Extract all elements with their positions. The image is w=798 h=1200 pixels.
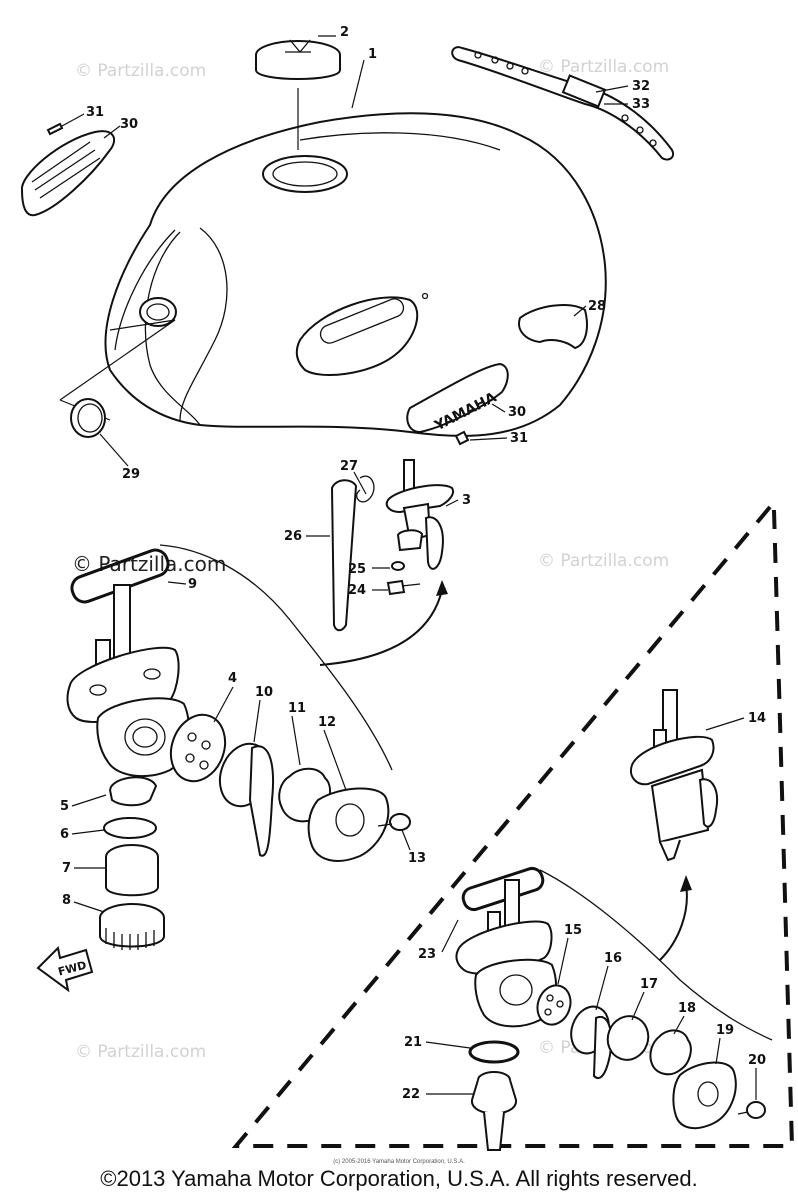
callout-number: 21 [404, 1035, 422, 1050]
callout-number: 31 [86, 105, 104, 120]
group-bracket-left [159, 544, 393, 771]
packing-4 [169, 713, 227, 783]
wave-washer-18 [649, 1029, 692, 1076]
watermark: © Partzilla.com [538, 551, 669, 571]
lever-16 [570, 1005, 613, 1080]
tank-badge-left [20, 122, 116, 217]
copyright-footer: ©2013 Yamaha Motor Corporation, U.S.A. A… [100, 1166, 698, 1191]
watermark: © Partzilla.com [75, 1042, 206, 1062]
watermark: © Partzilla.com [75, 61, 206, 81]
callout-number: 32 [632, 79, 650, 94]
o-ring-21 [468, 1040, 520, 1064]
callout-number: 1 [368, 47, 377, 62]
fuel-cap [255, 39, 341, 150]
callout-number: 18 [678, 1001, 696, 1016]
lever-10 [218, 742, 274, 857]
callout-number: 5 [60, 799, 69, 814]
flow-arrow-upper [319, 589, 443, 666]
callout-number: 16 [604, 951, 622, 966]
callout-number: 12 [318, 715, 336, 730]
cup-7 [105, 844, 159, 897]
callout-number: 28 [588, 299, 606, 314]
filter-5 [108, 776, 158, 807]
callout-number: 9 [188, 577, 197, 592]
callout-number: 15 [564, 923, 582, 938]
callout-number: 26 [284, 529, 302, 544]
screw-13 [377, 813, 411, 831]
callout-number: 13 [408, 851, 426, 866]
watermark: © Partzilla.com [538, 57, 669, 77]
callout-number: 23 [418, 947, 436, 962]
callout-number: 20 [748, 1053, 766, 1068]
callout-number: 14 [748, 711, 766, 726]
callout-number: 10 [255, 685, 273, 700]
callout-labels: 1 2 3 4 5 6 7 8 9 10 11 12 13 14 15 16 1… [60, 25, 766, 1102]
callout-number: 30 [508, 405, 526, 420]
side-cap [70, 398, 106, 438]
cup-22 [470, 1071, 518, 1151]
tank-strap [451, 46, 674, 161]
callout-number: 8 [62, 893, 71, 908]
callout-number: 31 [510, 431, 528, 446]
fuel-tank [59, 112, 607, 437]
plate-19 [672, 1061, 737, 1130]
nut-8 [99, 903, 165, 950]
callout-number: 3 [462, 493, 471, 508]
watermark-dark: © Partzilla.com [72, 552, 226, 576]
o-ring-17 [606, 1015, 650, 1061]
callout-number: 22 [402, 1087, 420, 1102]
callout-number: 30 [120, 117, 138, 132]
fwd-arrow: FWD [36, 945, 94, 993]
callout-number: 7 [62, 861, 71, 876]
fuel-cock-body-right [455, 879, 557, 1028]
callout-number: 11 [288, 701, 306, 716]
small-copyright: (c) 2005-2016 Yamaha Motor Corporation, … [333, 1159, 465, 1165]
callout-number: 6 [60, 827, 69, 842]
fuel-hose [330, 475, 375, 632]
screw-20 [737, 1101, 766, 1119]
fuel-cock-small [385, 459, 454, 570]
tank-damper [518, 303, 588, 350]
o-ring-23 [461, 866, 545, 912]
flow-arrow-lower [659, 884, 688, 961]
gasket-6 [103, 817, 157, 839]
washer-screw [386, 561, 421, 596]
callout-number: 27 [340, 459, 358, 474]
group-bracket-right [539, 869, 773, 1041]
alt-type-boundary [231, 505, 795, 1148]
callout-number: 24 [348, 583, 366, 598]
callout-number: 25 [348, 562, 366, 577]
fuel-cock-14 [630, 689, 718, 862]
callout-number: 29 [122, 467, 140, 482]
plate-12 [307, 787, 390, 862]
packing-15 [536, 984, 572, 1026]
callout-number: 2 [340, 25, 349, 40]
callout-number: 4 [228, 671, 237, 686]
callout-number: 17 [640, 977, 658, 992]
callout-number: 19 [716, 1023, 734, 1038]
callout-number: 33 [632, 97, 650, 112]
fuel-cock-body-left [66, 584, 190, 778]
